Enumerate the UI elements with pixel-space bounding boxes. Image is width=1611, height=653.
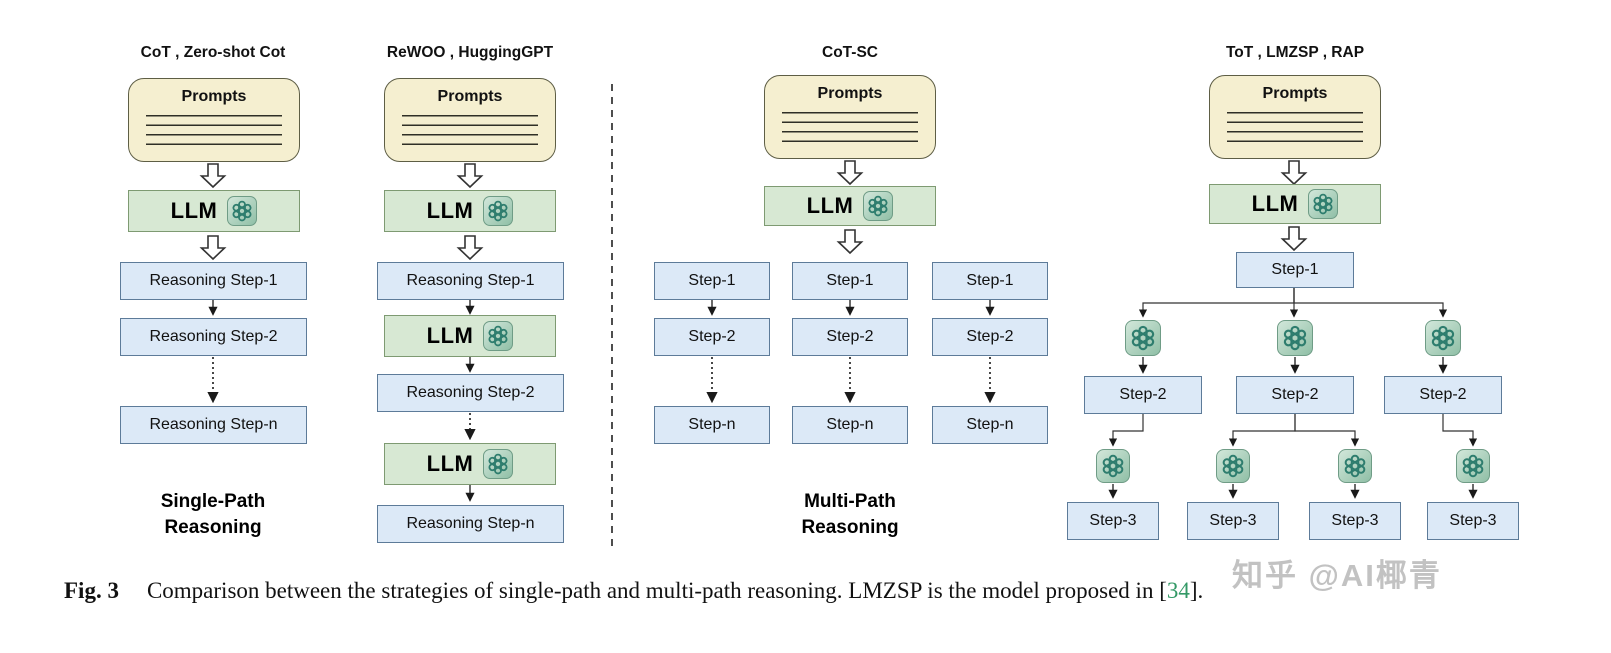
- column-title-tot: ToT , LMZSP , RAP: [1225, 44, 1365, 61]
- reasoning-step-box: Reasoning Step-n: [120, 406, 307, 444]
- step-box: Step-3: [1427, 502, 1519, 540]
- step-box: Step-3: [1187, 502, 1279, 540]
- tree-connectors: [1108, 288, 1478, 447]
- step-box: Step-n: [792, 406, 908, 444]
- step-box: Step-2: [1236, 376, 1354, 414]
- llm-box: LLM: [764, 186, 936, 226]
- prompts-box: Prompts: [384, 78, 556, 162]
- prompt-text-lines: [782, 112, 918, 145]
- openai-logo-icon: [1277, 320, 1313, 356]
- llm-label: LLM: [170, 198, 218, 223]
- llm-box: LLM: [384, 315, 556, 357]
- llm-label: LLM: [426, 451, 474, 476]
- block-arrow-icon: [836, 160, 864, 186]
- prompt-text-lines: [146, 115, 282, 148]
- step-box: Step-n: [932, 406, 1048, 444]
- block-arrow-icon: [836, 229, 864, 255]
- prompts-box: Prompts: [764, 75, 936, 159]
- prompts-box: Prompts: [128, 78, 300, 162]
- footer-line: Multi-Path: [804, 491, 896, 512]
- llm-box: LLM: [1209, 184, 1381, 224]
- caption-tail: ].: [1189, 578, 1204, 603]
- footer-line: Reasoning: [801, 516, 899, 538]
- figure-caption: Fig. 3 Comparison between the strategies …: [64, 578, 1203, 604]
- reasoning-step-box: Reasoning Step-1: [377, 262, 564, 300]
- step-box: Step-1: [1236, 252, 1354, 288]
- flow-arrows-dotted: [207, 357, 996, 441]
- openai-logo-icon: [1425, 320, 1461, 356]
- openai-logo-icon: [1125, 320, 1161, 356]
- footer-line: Reasoning: [164, 516, 262, 538]
- llm-box: LLM: [384, 443, 556, 485]
- step-box: Step-1: [932, 262, 1048, 300]
- block-arrow-icons: [199, 160, 1308, 261]
- column-title-cotsc: CoT-SC: [822, 44, 878, 61]
- single-path-label: Single-Path Reasoning: [113, 489, 313, 540]
- footer-line: Single-Path: [160, 491, 266, 512]
- llm-box: LLM: [384, 190, 556, 232]
- step-box: Step-n: [654, 406, 770, 444]
- prompts-box: Prompts: [1209, 75, 1381, 159]
- llm-label: LLM: [1251, 191, 1299, 216]
- step-box: Step-1: [654, 262, 770, 300]
- step-box: Step-2: [792, 318, 908, 356]
- prompt-text-lines: [1227, 112, 1363, 145]
- prompt-text-lines: [402, 115, 538, 148]
- llm-label: LLM: [806, 193, 854, 218]
- openai-logo-icon: [483, 196, 514, 226]
- step-box: Step-2: [1084, 376, 1202, 414]
- openai-logo-icon: [1308, 189, 1339, 219]
- prompts-label: Prompts: [437, 88, 503, 105]
- openai-logo-icon: [483, 321, 514, 351]
- openai-logo-icon: [483, 449, 514, 479]
- openai-logo-icon: [1338, 449, 1372, 483]
- reasoning-step-box: Reasoning Step-2: [377, 374, 564, 412]
- step-box: Step-1: [792, 262, 908, 300]
- step-box: Step-3: [1309, 502, 1401, 540]
- prompts-label: Prompts: [817, 85, 883, 102]
- reasoning-step-box: Reasoning Step-1: [120, 262, 307, 300]
- step-box: Step-3: [1067, 502, 1159, 540]
- prompts-label: Prompts: [181, 88, 247, 105]
- column-title-cot: CoT , Zero-shot Cot: [140, 44, 286, 61]
- step-box: Step-2: [654, 318, 770, 356]
- caption-body: Comparison between the strategies of sin…: [146, 578, 1167, 603]
- openai-logo-icon: [227, 196, 258, 226]
- openai-logo-icon: [863, 191, 894, 221]
- llm-box: LLM: [128, 190, 300, 232]
- openai-logo-icon: [1096, 449, 1130, 483]
- prompts-label: Prompts: [1262, 85, 1328, 102]
- step-box: Step-2: [932, 318, 1048, 356]
- block-arrow-icon: [1280, 160, 1308, 186]
- openai-logo-icon: [1456, 449, 1490, 483]
- block-arrow-icon: [456, 163, 484, 189]
- block-arrow-icon: [199, 235, 227, 261]
- step-box: Step-2: [1384, 376, 1502, 414]
- openai-logo-icon: [1216, 449, 1250, 483]
- flow-arrows-solid: [208, 300, 1478, 502]
- column-title-rewoo: ReWOO , HuggingGPT: [386, 44, 554, 61]
- caption-reference-number: 34: [1166, 578, 1190, 603]
- llm-label: LLM: [426, 198, 474, 223]
- reasoning-step-box: Reasoning Step-n: [377, 505, 564, 543]
- block-arrow-icon: [456, 235, 484, 261]
- caption-fig-label: Fig. 3: [64, 578, 119, 603]
- llm-label: LLM: [426, 323, 474, 348]
- block-arrow-icon: [199, 163, 227, 189]
- block-arrow-icon: [1280, 226, 1308, 252]
- multi-path-label: Multi-Path Reasoning: [750, 489, 950, 540]
- reasoning-step-box: Reasoning Step-2: [120, 318, 307, 356]
